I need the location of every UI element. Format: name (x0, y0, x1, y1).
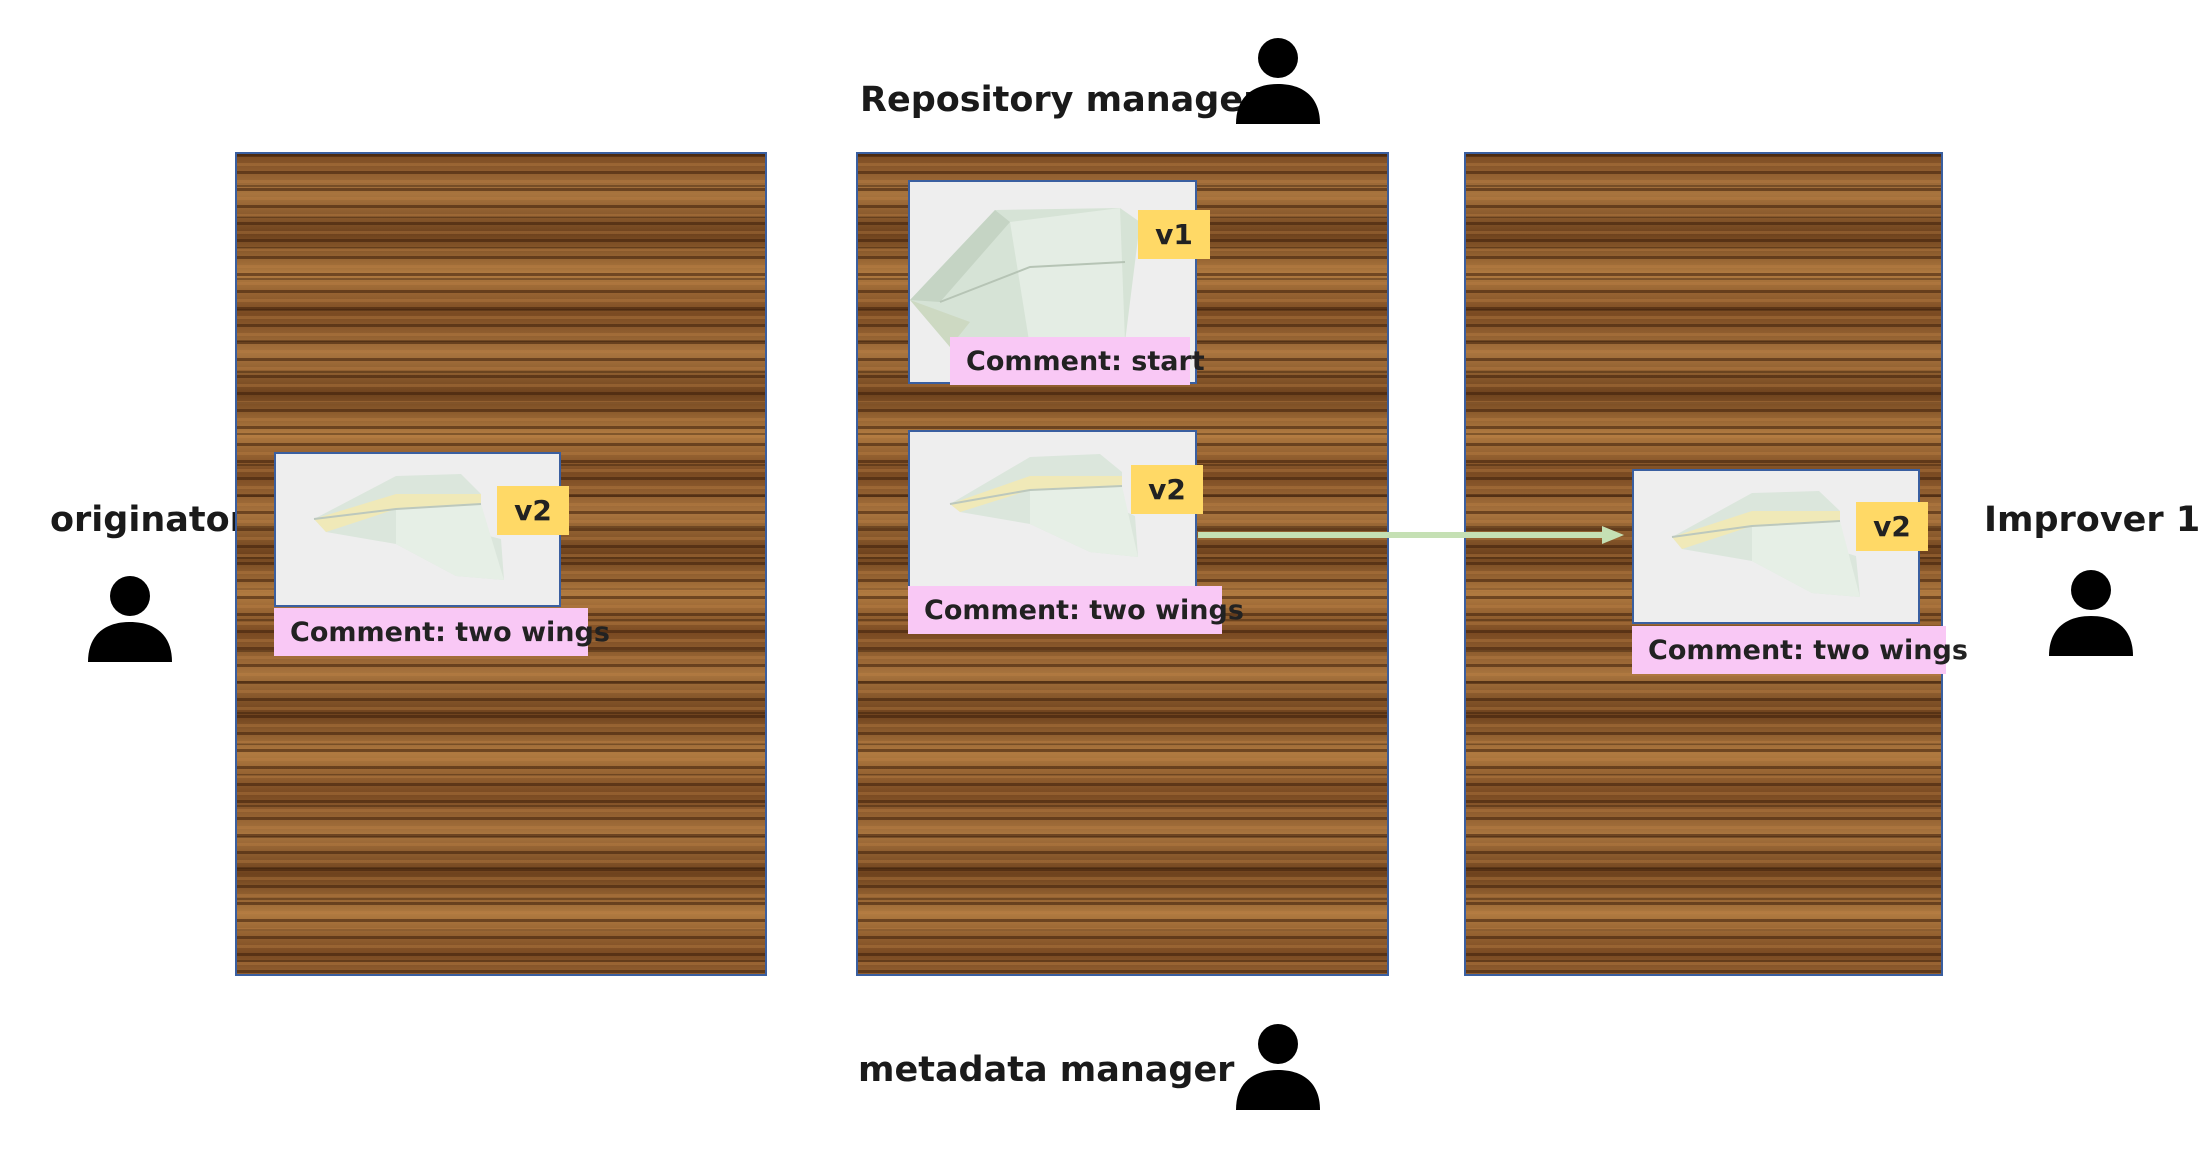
repository-manager-person-icon (1236, 38, 1320, 124)
comment-tag: Comment: two wings (1632, 626, 1968, 674)
paper-plane-icon (910, 208, 1140, 347)
comment-tag: Comment: start (950, 337, 1205, 385)
improver-person-icon (2049, 570, 2133, 656)
version-tag: v2 (497, 486, 569, 535)
repository-manager-label: Repository manager (860, 80, 1261, 120)
metadata-manager-label: metadata manager (858, 1050, 1235, 1090)
metadata-manager-person-icon (1236, 1024, 1320, 1110)
originator-label: originator (50, 500, 247, 540)
transfer-arrow (1198, 526, 1624, 544)
comment-tag: Comment: two wings (274, 608, 610, 656)
version-tag: v1 (1138, 210, 1210, 259)
improver-label: Improver 1 (1984, 500, 2200, 540)
paper-plane-icon (1671, 491, 1860, 597)
version-tag: v2 (1856, 502, 1928, 551)
comment-tag: Comment: two wings (908, 586, 1244, 634)
originator-person-icon (88, 576, 172, 662)
paper-plane-icon (949, 454, 1138, 557)
paper-plane-icon (313, 474, 504, 580)
version-tag: v2 (1131, 465, 1203, 514)
